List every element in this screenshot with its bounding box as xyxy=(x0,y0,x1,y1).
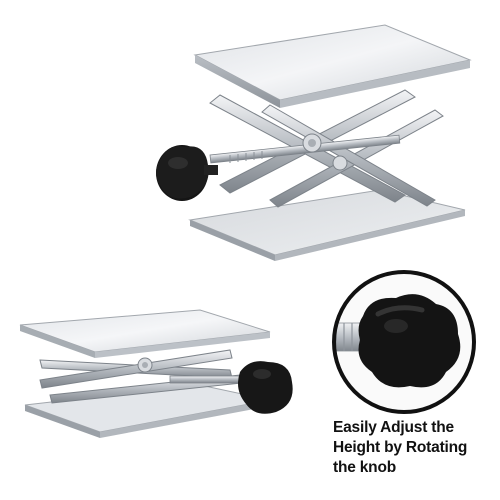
lab-jack-raised-photo xyxy=(156,24,472,261)
caption-line-3: the knob xyxy=(333,459,396,476)
caption-line-1: Easily Adjust the xyxy=(333,419,454,436)
caption-line-2: Height by Rotating xyxy=(333,439,468,456)
lab-jack-lowered-photo xyxy=(19,309,293,438)
knob-closeup-photo xyxy=(332,270,476,414)
knob-caption: Easily Adjust the Height by Rotating the… xyxy=(333,418,498,478)
